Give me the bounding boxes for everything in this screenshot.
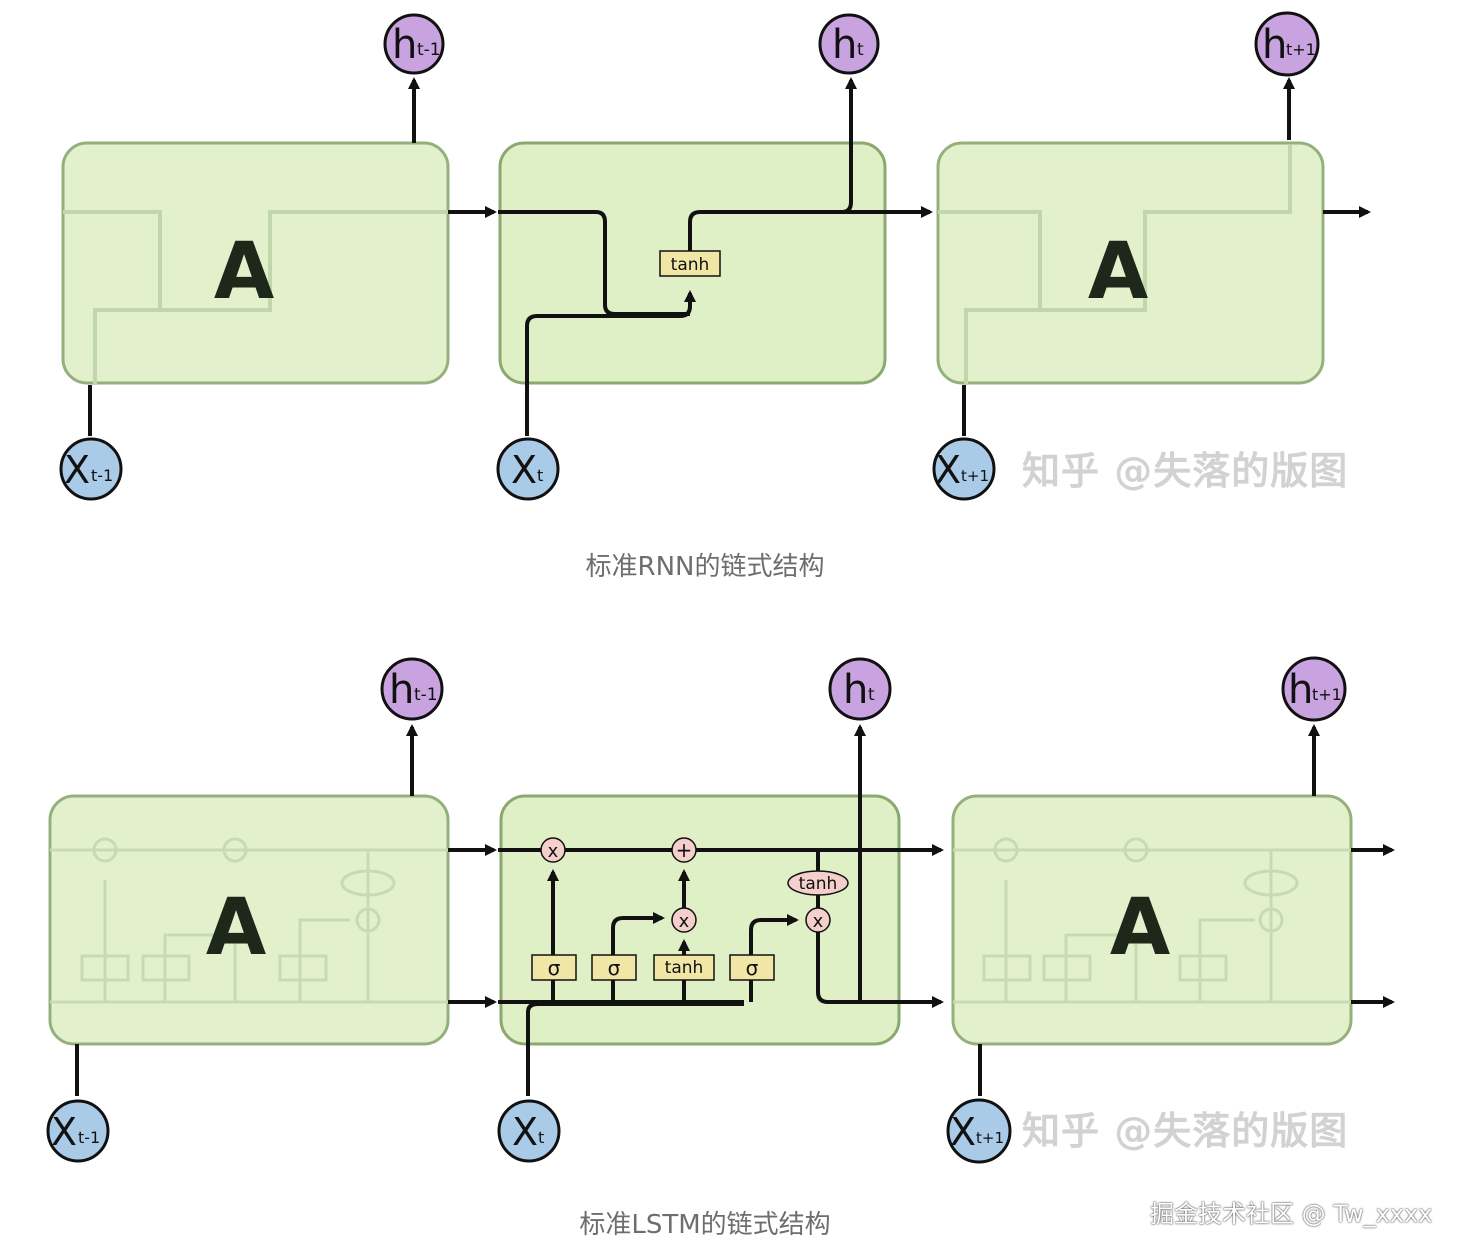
footer-watermark: 掘金技术社区 @ Tw_xxxx xyxy=(1150,1200,1433,1228)
lstm-output-gate-label: σ xyxy=(746,956,759,980)
svg-text:h: h xyxy=(832,22,857,68)
svg-text:X: X xyxy=(950,1110,976,1154)
lstm-x-node-3: X t+1 xyxy=(946,1098,1012,1164)
lstm-output-multiply-label: x xyxy=(813,911,824,932)
svg-text:t: t xyxy=(857,40,864,60)
lstm-cell-2 xyxy=(499,794,901,1046)
svg-text:t: t xyxy=(537,466,543,485)
svg-text:h: h xyxy=(392,22,417,68)
svg-text:t: t xyxy=(538,1128,544,1147)
lstm-watermark: 知乎 @失落的版图 xyxy=(1022,1109,1349,1153)
lstm-diagram: A A σ xyxy=(46,656,1395,1164)
svg-text:h: h xyxy=(389,667,414,713)
rnn-h-node-2: h t xyxy=(818,13,880,75)
rnn-tanh-layer xyxy=(659,250,721,277)
lstm-gate-i-line xyxy=(611,912,665,1002)
rnn-output-path xyxy=(688,206,933,251)
lstm-cell-3 xyxy=(951,794,1353,1046)
lstm-h-out-line xyxy=(816,932,944,1008)
lstm-cell-3-label: A xyxy=(1110,883,1170,973)
lstm-output-gate xyxy=(729,954,775,981)
rnn-x-node-2: X t xyxy=(496,437,560,501)
lstm-cell-1 xyxy=(48,794,450,1046)
lstm-gate-o-line xyxy=(749,914,799,1002)
lstm-x-node-2: X t xyxy=(497,1099,561,1163)
lstm-cell-3-ghost xyxy=(953,837,1351,1004)
lstm-add-op xyxy=(671,837,697,863)
svg-text:t+1: t+1 xyxy=(1286,40,1316,59)
rnn-cell-1-label: A xyxy=(214,227,274,317)
lstm-add-op-label: + xyxy=(676,838,693,862)
lstm-h-node-1: h t-1 xyxy=(380,657,444,721)
rnn-input-path xyxy=(525,290,696,436)
svg-text:t-1: t-1 xyxy=(91,466,113,485)
rnn-x-node-3: X t+1 xyxy=(932,437,996,501)
lstm-input-gate xyxy=(591,954,637,981)
svg-text:t-1: t-1 xyxy=(417,40,441,60)
svg-text:X: X xyxy=(935,448,961,492)
svg-text:X: X xyxy=(511,448,537,492)
lstm-caption: 标准LSTM的链式结构 xyxy=(579,1210,831,1240)
rnn-watermark: 知乎 @失落的版图 xyxy=(1022,449,1349,493)
lstm-h-node-2: h t xyxy=(828,657,892,721)
lstm-forget-gate xyxy=(531,954,577,981)
lstm-tanh-op xyxy=(787,870,849,896)
lstm-h-node-3: h t+1 xyxy=(1281,656,1347,722)
svg-text:X: X xyxy=(512,1110,538,1154)
rnn-cell-3 xyxy=(936,141,1325,385)
svg-text:t-1: t-1 xyxy=(78,1128,100,1147)
lstm-tanh-op-label: tanh xyxy=(799,874,838,894)
svg-text:t+1: t+1 xyxy=(961,467,989,485)
rnn-cell-3-ghost-path xyxy=(938,145,1292,385)
lstm-input-path xyxy=(526,1002,744,1096)
lstm-cell-1-ghost xyxy=(50,837,448,1004)
svg-text:X: X xyxy=(64,448,90,492)
rnn-cell-1 xyxy=(61,141,450,385)
lstm-forget-multiply xyxy=(540,837,566,863)
rnn-x-node-1: X t-1 xyxy=(59,437,123,501)
rnn-tanh-label: tanh xyxy=(671,255,710,275)
svg-text:X: X xyxy=(51,1110,77,1154)
lstm-input-gate-label: σ xyxy=(608,956,621,980)
rnn-diagram: A A tanh h t-1 h t xyxy=(59,11,1371,501)
lstm-x-node-1: X t-1 xyxy=(46,1099,110,1163)
lstm-input-multiply xyxy=(671,907,697,933)
svg-text:t+1: t+1 xyxy=(976,1129,1004,1147)
svg-text:t-1: t-1 xyxy=(414,685,438,705)
svg-text:t: t xyxy=(868,685,875,705)
lstm-input-multiply-label: x xyxy=(679,911,690,932)
svg-text:h: h xyxy=(843,667,868,713)
svg-text:t+1: t+1 xyxy=(1312,685,1342,704)
rnn-cell-3-label: A xyxy=(1088,227,1148,317)
svg-text:h: h xyxy=(1288,667,1313,713)
rnn-h-node-1: h t-1 xyxy=(383,13,445,75)
rnn-cell-1-ghost-path xyxy=(63,210,448,385)
rnn-hidden-path xyxy=(498,210,690,316)
lstm-tanh-layer xyxy=(653,954,715,981)
rnn-output-arrow-2 xyxy=(841,77,857,214)
lstm-tanh-layer-label: tanh xyxy=(665,958,704,978)
rnn-caption: 标准RNN的链式结构 xyxy=(585,552,825,582)
lstm-forget-multiply-label: x xyxy=(548,841,559,862)
lstm-cell-1-label: A xyxy=(206,883,266,973)
rnn-h-node-3: h t+1 xyxy=(1254,11,1320,77)
lstm-forget-gate-label: σ xyxy=(548,956,561,980)
svg-text:h: h xyxy=(1262,22,1287,68)
lstm-output-multiply xyxy=(805,907,831,933)
